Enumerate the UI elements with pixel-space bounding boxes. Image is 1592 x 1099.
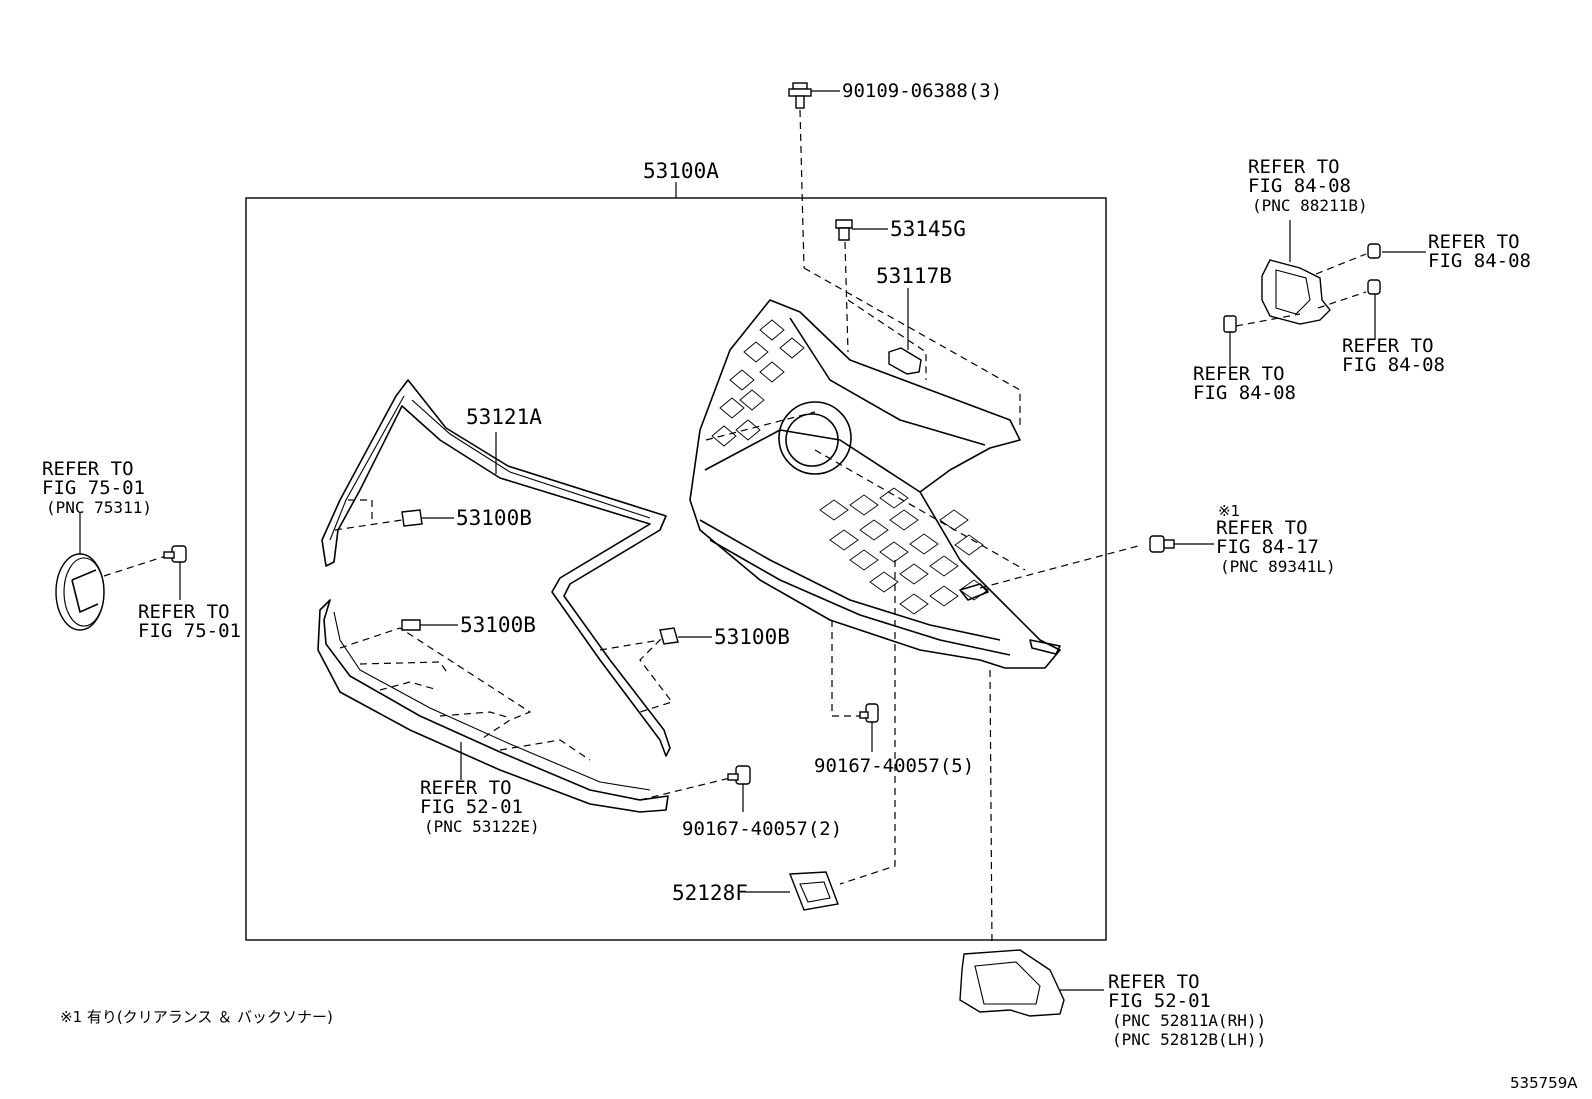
svg-text:REFER TO: REFER TO bbox=[1193, 363, 1285, 385]
label-52128f: 52128F bbox=[672, 881, 748, 905]
svg-text:REFER TO: REFER TO bbox=[138, 601, 230, 623]
label-53100a: 53100A bbox=[643, 159, 719, 183]
svg-text:(PNC 88211B): (PNC 88211B) bbox=[1252, 196, 1368, 215]
label-bolt-top: 90109-06388(3) bbox=[842, 80, 1002, 102]
alignment-dashes-grille bbox=[705, 411, 1139, 947]
radiator-grille bbox=[689, 299, 1061, 669]
svg-text:REFER TO: REFER TO bbox=[42, 458, 134, 480]
ref-emblem-screw: REFER TO FIG 75-01 bbox=[138, 601, 241, 642]
label-screw-right: 90167-40057(5) bbox=[814, 755, 974, 777]
label-53117b: 53117B bbox=[876, 264, 952, 288]
alignment-dashes-top bbox=[803, 267, 1021, 425]
ref-sensor-nut: REFER TO FIG 84-08 bbox=[1193, 363, 1296, 404]
svg-text:※1: ※1 bbox=[1218, 502, 1240, 520]
bracket-53117b-icon bbox=[888, 288, 922, 375]
svg-text:REFER TO: REFER TO bbox=[1216, 517, 1308, 539]
sensor-nut-icon bbox=[1223, 315, 1237, 366]
clip-53100b-3-icon bbox=[599, 627, 712, 713]
svg-text:REFER TO: REFER TO bbox=[420, 777, 512, 799]
svg-text:FIG 84-08: FIG 84-08 bbox=[1342, 354, 1445, 376]
bolt-top-icon bbox=[788, 82, 840, 269]
svg-text:FIG 52-01: FIG 52-01 bbox=[420, 796, 523, 818]
svg-text:(PNC 89341L): (PNC 89341L) bbox=[1220, 557, 1336, 576]
diagram-number: 535759A bbox=[1510, 1074, 1578, 1092]
emblem-icon bbox=[55, 512, 167, 631]
label-53100b-1: 53100B bbox=[456, 506, 532, 530]
ref-emblem: REFER TO FIG 75-01 (PNC 75311) bbox=[42, 458, 152, 517]
sensor-assembly-icon bbox=[1235, 220, 1367, 327]
svg-text:(PNC 52811A(RH)): (PNC 52811A(RH)) bbox=[1112, 1011, 1266, 1030]
alignment-dashes-lower bbox=[339, 627, 731, 801]
clip-53100b-2-icon bbox=[401, 619, 458, 631]
cover-52128f-icon bbox=[746, 871, 839, 911]
lower-molding bbox=[317, 599, 669, 813]
sonar-sensor-icon bbox=[1149, 535, 1214, 553]
clip-53100b-1-icon bbox=[334, 499, 454, 531]
svg-text:FIG 84-08: FIG 84-08 bbox=[1193, 382, 1296, 404]
svg-text:FIG 75-01: FIG 75-01 bbox=[138, 620, 241, 642]
svg-text:REFER TO: REFER TO bbox=[1342, 335, 1434, 357]
ref-bumper-bracket: REFER TO FIG 52-01 (PNC 52811A(RH)) (PNC… bbox=[1108, 971, 1266, 1049]
svg-text:FIG 84-08: FIG 84-08 bbox=[1248, 175, 1351, 197]
svg-text:REFER TO: REFER TO bbox=[1248, 156, 1340, 178]
svg-text:(PNC 75311): (PNC 75311) bbox=[46, 498, 152, 517]
clip-53145g-icon bbox=[835, 219, 888, 353]
assembly-frame bbox=[245, 182, 1107, 941]
label-53145g: 53145G bbox=[890, 217, 966, 241]
label-screw-left: 90167-40057(2) bbox=[682, 818, 842, 840]
ref-sensor-bolt-1: REFER TO FIG 84-08 bbox=[1428, 231, 1531, 272]
sensor-bolt-1-icon bbox=[1367, 243, 1426, 259]
ref-lower-molding: REFER TO FIG 52-01 (PNC 53122E) bbox=[420, 777, 540, 836]
bumper-bracket-icon bbox=[959, 949, 1104, 1017]
sensor-bolt-2-icon bbox=[1367, 279, 1381, 340]
footnote: ※1 有り(クリアランス ＆ バックソナー) bbox=[60, 1008, 333, 1026]
svg-text:FIG 52-01: FIG 52-01 bbox=[1108, 990, 1211, 1012]
svg-text:(PNC 53122E): (PNC 53122E) bbox=[424, 817, 540, 836]
svg-text:FIG 84-08: FIG 84-08 bbox=[1428, 250, 1531, 272]
label-53100b-3: 53100B bbox=[714, 625, 790, 649]
molding-53121a bbox=[321, 379, 671, 757]
ref-sensor-top: REFER TO FIG 84-08 (PNC 88211B) bbox=[1248, 156, 1368, 215]
screw-left-icon bbox=[727, 765, 751, 812]
emblem-screw-icon bbox=[163, 545, 187, 600]
svg-text:FIG 75-01: FIG 75-01 bbox=[42, 477, 145, 499]
ref-sonar: ※1 REFER TO FIG 84-17 (PNC 89341L) bbox=[1216, 502, 1336, 576]
screw-right-icon bbox=[859, 703, 879, 752]
svg-text:REFER TO: REFER TO bbox=[1108, 971, 1200, 993]
label-53121a: 53121A bbox=[466, 405, 542, 429]
label-53100b-2: 53100B bbox=[460, 613, 536, 637]
svg-text:REFER TO: REFER TO bbox=[1428, 231, 1520, 253]
svg-text:(PNC 52812B(LH)): (PNC 52812B(LH)) bbox=[1112, 1030, 1266, 1049]
svg-text:FIG 84-17: FIG 84-17 bbox=[1216, 536, 1319, 558]
ref-sensor-bolt-2: REFER TO FIG 84-08 bbox=[1342, 335, 1445, 376]
